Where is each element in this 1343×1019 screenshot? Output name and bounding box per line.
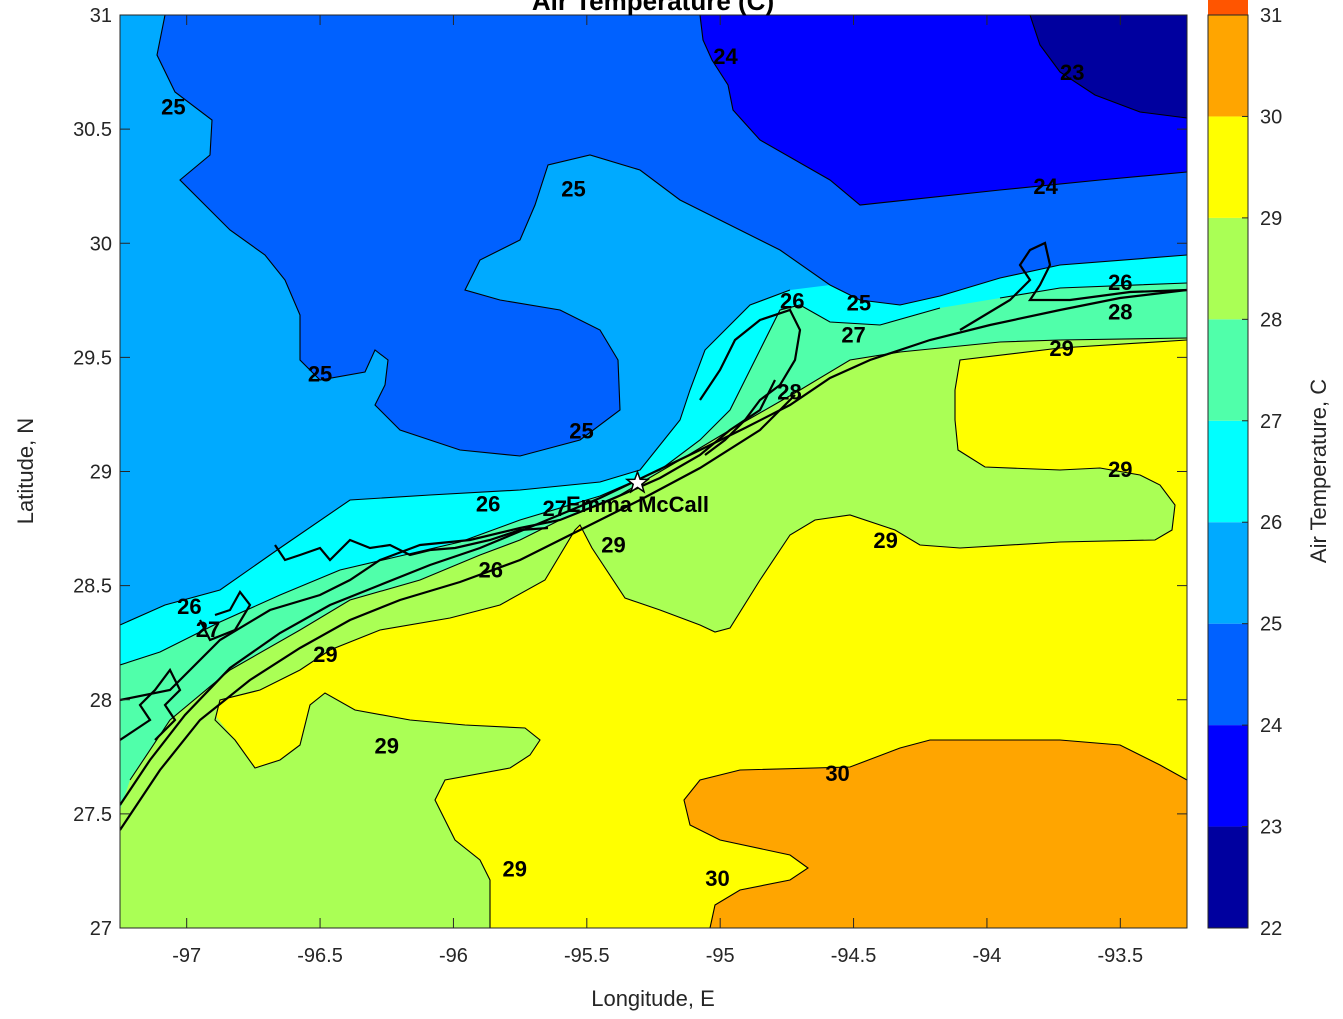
- colorbar-segment: [1208, 15, 1248, 117]
- colorbar-segment: [1208, 522, 1248, 624]
- contour-label: 25: [308, 361, 332, 386]
- plot-area: [120, 15, 1187, 928]
- x-tick-label: -95: [706, 945, 735, 967]
- colorbar-segment: [1208, 319, 1248, 421]
- colorbar-tick-label: 28: [1260, 309, 1282, 331]
- contour-label: 25: [569, 418, 593, 443]
- colorbar-segment: [1208, 623, 1248, 726]
- colorbar-segment: [1208, 725, 1248, 827]
- contour-label: 28: [777, 380, 801, 405]
- contour-label: 29: [375, 733, 399, 758]
- colorbar-segment: [1208, 0, 1248, 15]
- contour-label: 24: [713, 44, 738, 69]
- station-label: Emma McCall: [566, 492, 709, 517]
- contour-label: 27: [841, 323, 865, 348]
- x-tick-label: -93.5: [1098, 945, 1144, 967]
- x-axis-label: Longitude, E: [591, 986, 715, 1011]
- colorbar-tick-label: 31: [1260, 5, 1282, 27]
- colorbar-tick-label: 24: [1260, 715, 1282, 737]
- chart-title: Air Temperature (C): [532, 0, 774, 16]
- contour-label: 26: [780, 288, 804, 313]
- contour-label: 26: [177, 594, 201, 619]
- contour-label: 27: [196, 617, 220, 642]
- y-tick-label: 29: [90, 462, 112, 484]
- contour-line-30: [683, 739, 1187, 928]
- contour-label: 29: [503, 857, 527, 882]
- x-tick-label: -95.5: [564, 945, 610, 967]
- y-axis: 27 27.5 28 28.5 29 29.5 30 30.5 31: [73, 5, 1187, 940]
- colorbar-tick-label: 22: [1260, 918, 1282, 940]
- region-29-30-west-lobe: [120, 693, 540, 928]
- contour-label: 29: [601, 533, 625, 558]
- x-tick-label: -96: [439, 945, 468, 967]
- colorbar-tick-label: 26: [1260, 512, 1282, 534]
- station-marker-group: Emma McCall: [566, 469, 709, 517]
- coastline-west-bays: [120, 667, 182, 741]
- contour-line-23: [1029, 15, 1187, 119]
- contour-labels: 2324242525252525262626262627272728282929…: [161, 44, 1132, 891]
- contour-line-24: [699, 15, 1187, 206]
- colorbar-label: Air Temperature, C: [1306, 379, 1331, 563]
- contour-line-26: [120, 289, 791, 626]
- contour-label: 26: [1108, 270, 1132, 295]
- y-tick-label: 27.5: [73, 804, 112, 826]
- x-tick-label: -96.5: [297, 945, 343, 967]
- contour-line-25-north: [156, 15, 1187, 457]
- y-tick-label: 30.5: [73, 119, 112, 141]
- y-tick-label: 29.5: [73, 347, 112, 369]
- y-tick-label: 28.5: [73, 576, 112, 598]
- contour-label: 29: [313, 642, 337, 667]
- contour-label: 26: [476, 491, 500, 516]
- x-tick-label: -97: [172, 945, 201, 967]
- contour-label: 24: [1033, 174, 1058, 199]
- coastline-bay-inner: [120, 379, 776, 702]
- x-tick-label: -94.5: [831, 945, 877, 967]
- contour-line-26-east: [999, 282, 1187, 299]
- region-below-23: [1030, 15, 1187, 118]
- colorbar-tick-label: 27: [1260, 411, 1282, 433]
- colorbar-segment: [1208, 116, 1248, 218]
- contour-label: 26: [479, 558, 503, 583]
- y-axis-label: Latitude, N: [13, 418, 38, 524]
- region-above-30: [684, 740, 1187, 928]
- coastline-barrier: [120, 394, 796, 831]
- contour-label: 29: [1108, 457, 1132, 482]
- coastline-gulf: [120, 288, 1187, 806]
- contour-label: 29: [873, 528, 897, 553]
- y-tick-label: 31: [90, 5, 112, 27]
- coastline-sabine: [959, 241, 1187, 331]
- contour-label: 27: [543, 496, 567, 521]
- contour-label: 28: [1108, 300, 1132, 325]
- y-tick-label: 30: [90, 233, 112, 255]
- coastline-san-antonio-bay: [199, 590, 252, 642]
- colorbar-tick-label: 30: [1260, 106, 1282, 128]
- colorbar-segment: [1208, 420, 1248, 523]
- y-tick-label: 27: [90, 918, 112, 940]
- x-axis: -97 -96.5 -96 -95.5 -95 -94.5 -94 -93.5: [172, 15, 1143, 967]
- contour-line-29-east: [214, 339, 1187, 928]
- colorbar: 22 23 24 25 26 27 28 29 30 31: [1207, 0, 1282, 940]
- coastline-matagorda-inlets: [274, 526, 549, 562]
- y-tick-label: 28: [90, 690, 112, 712]
- contour-label: 30: [825, 761, 849, 786]
- contour-label: 29: [1049, 336, 1073, 361]
- colorbar-segment: [1208, 217, 1248, 320]
- contour-label: 25: [161, 94, 185, 119]
- contour-label: 25: [561, 176, 585, 201]
- contour-label: 23: [1060, 60, 1084, 85]
- coastline: [120, 241, 1187, 831]
- x-tick-label: -94: [972, 945, 1001, 967]
- contour-label: 25: [847, 291, 871, 316]
- colorbar-segment: [1208, 826, 1248, 928]
- coastline-galveston-bay: [699, 308, 802, 456]
- colorbar-tick-label: 25: [1260, 614, 1282, 636]
- colorbar-tick-label: 23: [1260, 817, 1282, 839]
- station-star-icon: [624, 469, 651, 494]
- contour-label: 30: [705, 866, 729, 891]
- colorbar-frame: [1207, 14, 1249, 929]
- colorbar-tick-label: 29: [1260, 208, 1282, 230]
